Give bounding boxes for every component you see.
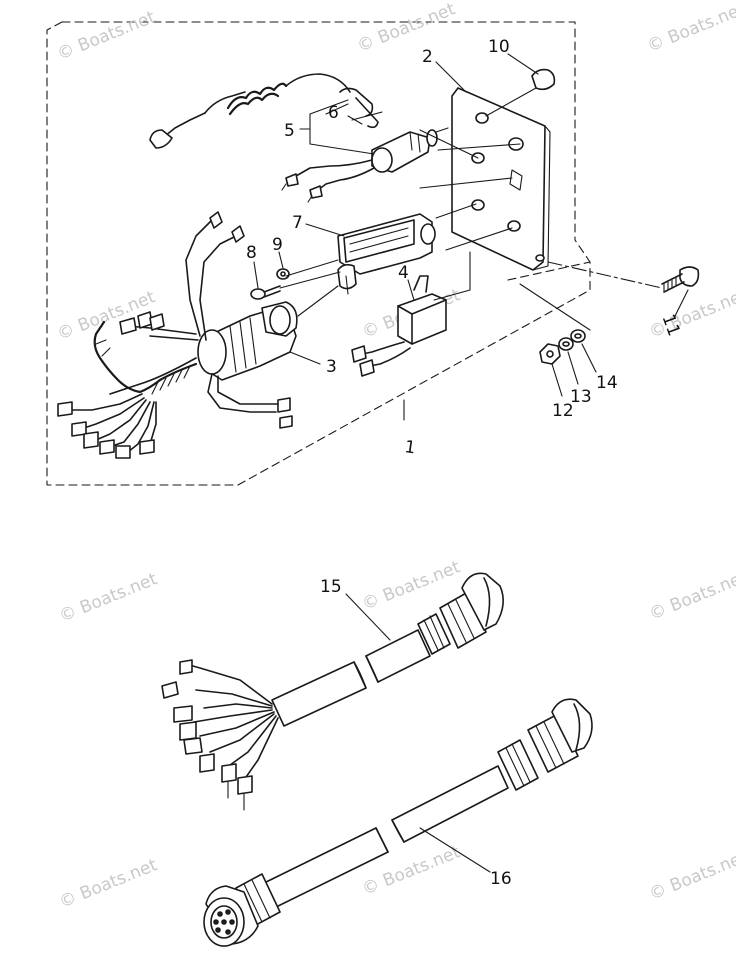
svg-text:© Boats.net: © Boats.net: [56, 569, 160, 627]
assembly-boundary: [46, 21, 591, 486]
main-switch: [57, 211, 298, 459]
callout-3: 3: [326, 357, 337, 377]
callout-15: 15: [320, 577, 342, 597]
callout-6: 6: [328, 103, 339, 123]
callout-7: 7: [292, 213, 303, 233]
toggle-switch: [351, 275, 447, 377]
callout-5: 5: [284, 121, 295, 141]
callout-12: 12: [552, 401, 574, 421]
svg-text:© Boats.net: © Boats.net: [646, 567, 736, 625]
extension-harness-15: [161, 572, 504, 811]
washer-9: [276, 268, 290, 280]
washer-14: [570, 329, 586, 343]
callout-10: 10: [488, 37, 510, 57]
grommet-cap: [485, 68, 556, 117]
screw-8: [250, 285, 281, 300]
bracket: [337, 213, 436, 295]
callout-13: 13: [570, 387, 592, 407]
callouts: 1 2 3 4 5 6 7 8 9 10 11 12 13 14 15 16: [246, 37, 684, 889]
callout-8: 8: [246, 243, 257, 263]
washer-13: [558, 337, 574, 351]
leader-lines: [253, 53, 689, 873]
lanyard-cord: [149, 73, 383, 149]
callout-4: 4: [398, 263, 409, 283]
svg-text:© Boats.net: © Boats.net: [646, 285, 736, 343]
svg-text:© Boats.net: © Boats.net: [354, 0, 458, 57]
extension-cable-16: [203, 698, 593, 947]
nut-12: [539, 343, 561, 365]
svg-text:© Boats.net: © Boats.net: [56, 855, 160, 913]
svg-text:© Boats.net: © Boats.net: [646, 847, 736, 905]
callout-1: 1: [403, 437, 417, 458]
kill-switch: [281, 127, 449, 203]
callout-2: 2: [422, 47, 433, 67]
svg-text:© Boats.net: © Boats.net: [54, 7, 158, 65]
bolt-11: [661, 266, 700, 293]
callout-9: 9: [272, 235, 283, 255]
alignment-lines: [279, 129, 663, 331]
callout-14: 14: [596, 373, 618, 393]
callout-16: 16: [490, 869, 512, 889]
svg-text:© Boats.net: © Boats.net: [644, 0, 736, 57]
